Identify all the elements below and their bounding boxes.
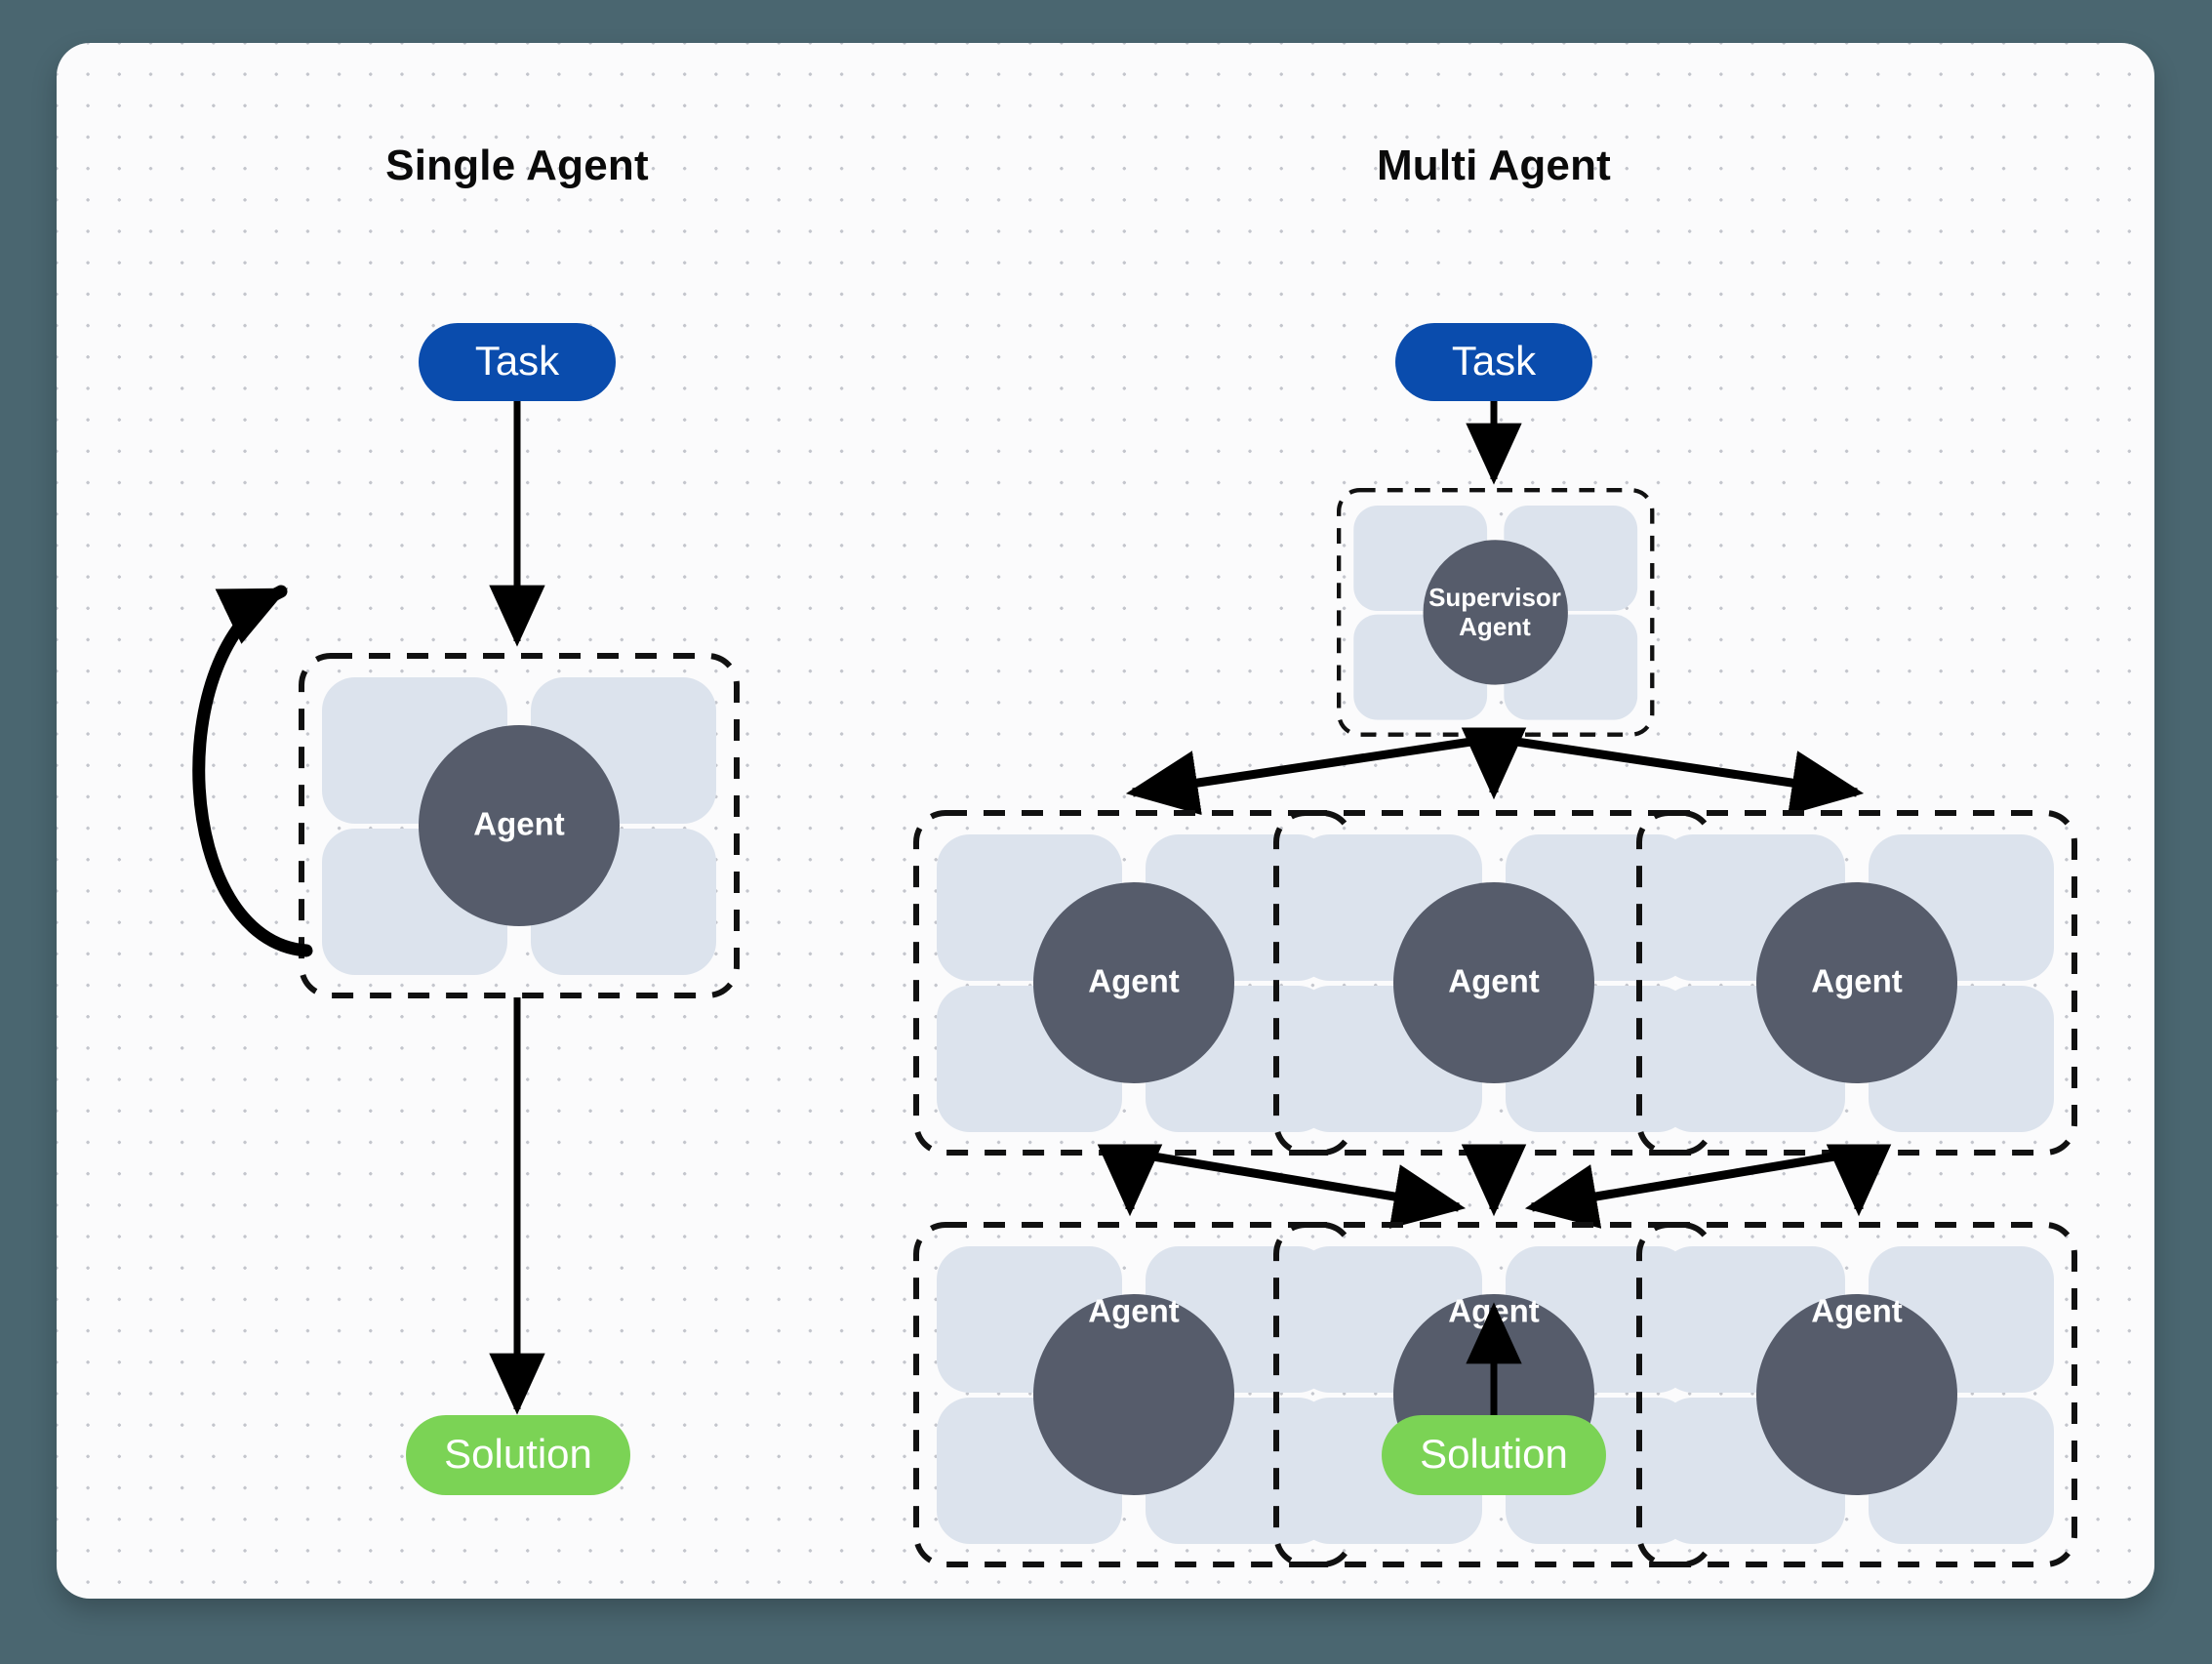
single-agent-title: Single Agent — [385, 142, 649, 189]
edge-agent-self-loop — [192, 585, 313, 957]
multi-solution-label: Solution — [1420, 1431, 1568, 1477]
multi-row1-agent-2-label: Agent — [1448, 963, 1540, 999]
multi-task-node[interactable]: Task — [1395, 323, 1592, 401]
multi-row2-agent-1-label: Agent — [1088, 1293, 1180, 1329]
multi-task-label: Task — [1452, 338, 1537, 384]
single-task-node[interactable]: Task — [419, 323, 616, 401]
single-agent-node[interactable]: Agent — [302, 656, 737, 995]
multi-row1-agent-1-label: Agent — [1088, 963, 1180, 999]
multi-row2-agent-3[interactable]: Agent — [1639, 1225, 2074, 1564]
multi-row1-agent-2[interactable]: Agent — [1276, 813, 1711, 1153]
multi-solution-node[interactable]: Solution — [1382, 1415, 1606, 1495]
agent-architecture-diagram: Single Agent Task Agent — [192, 142, 2154, 1599]
single-agent-label: Agent — [473, 806, 565, 842]
edge-supervisor-to-agent-1 — [1125, 734, 1492, 816]
edge-r1a3-to-r2a2 — [1524, 1149, 1853, 1229]
single-task-label: Task — [475, 338, 560, 384]
supervisor-agent-node[interactable]: Supervisor Agent — [1339, 490, 1652, 735]
multi-agent-title: Multi Agent — [1377, 142, 1611, 189]
single-solution-label: Solution — [444, 1431, 592, 1477]
multi-row1-agent-3[interactable]: Agent — [1639, 813, 2074, 1153]
multi-row1-agent-3-label: Agent — [1811, 963, 1903, 999]
edge-supervisor-to-agent-3 — [1496, 734, 1865, 816]
single-solution-node[interactable]: Solution — [406, 1415, 630, 1495]
multi-row2-agent-3-label: Agent — [1811, 1293, 1903, 1329]
multi-agent-panel: Multi Agent Task Supervisor Agent — [916, 142, 2074, 1564]
multi-row2-agent-1[interactable]: Agent — [916, 1225, 1351, 1564]
supervisor-label-line2: Agent — [1459, 612, 1531, 641]
multi-row1-agent-1[interactable]: Agent — [916, 813, 1351, 1153]
edge-r1a1-to-r2a2 — [1135, 1149, 1467, 1229]
single-agent-panel: Single Agent Task Agent — [192, 142, 737, 1495]
diagram-card: Single Agent Task Agent — [57, 43, 2154, 1599]
supervisor-label-line1: Supervisor — [1428, 583, 1561, 612]
